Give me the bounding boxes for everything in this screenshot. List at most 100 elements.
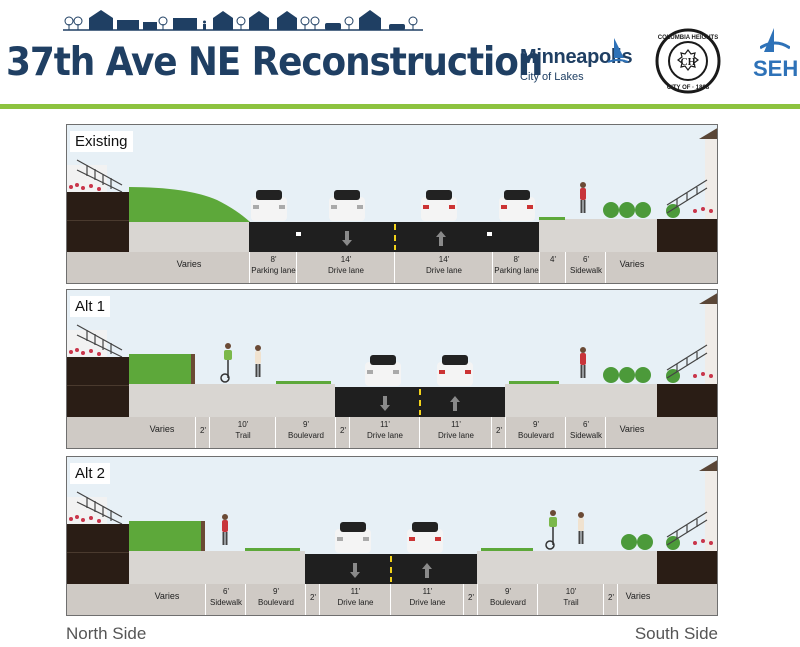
north-side-label: North Side (66, 624, 147, 643)
sailboat-icon (608, 38, 628, 63)
cyclist-south (545, 510, 557, 550)
existing-scene (67, 128, 717, 283)
dim-alt2-north-varies: Varies (154, 591, 180, 601)
north-flowers (69, 515, 101, 523)
dim-alt2-buffer-2: 2' (463, 584, 478, 615)
north-house-railing (76, 491, 123, 525)
dim-alt1-trail: 10'Trail (209, 417, 276, 448)
north-soil (67, 357, 129, 417)
south-soil (657, 384, 717, 417)
header-divider (0, 104, 800, 109)
car-drive-south (437, 355, 473, 386)
south-shrubs (621, 534, 653, 550)
south-house (705, 300, 717, 384)
dim-alt2-sidewalk: 6'Sidewalk (205, 584, 246, 615)
dim-alt2-buffer-3: 2' (603, 584, 618, 615)
north-concrete (129, 222, 249, 252)
alt-2-scene (67, 460, 717, 615)
south-house-railing (666, 344, 708, 379)
south-house (705, 135, 717, 219)
dim-alt2-buffer-1: 2' (305, 584, 320, 615)
lane-arrows (350, 563, 432, 578)
svg-text:CITY OF · 1898: CITY OF · 1898 (667, 85, 710, 91)
north-grass-berm (129, 354, 191, 384)
south-boulevard-grass (509, 381, 559, 384)
cross-section-alt-1: Alt 1 Varies 2' 10'Trail 9'Boulevard 2' … (66, 289, 718, 449)
cross-section-alt-2: Alt 2 Varies 6'Sidewalk 9'Boulevard 2' 1… (66, 456, 718, 616)
south-shrubs (603, 202, 651, 218)
north-soil (67, 192, 129, 252)
section-label-existing: Existing (70, 131, 133, 152)
dim-alt1-drive-lane-north: 11'Drive lane (349, 417, 420, 448)
north-concrete (129, 384, 335, 417)
car-drive-north (329, 190, 365, 221)
north-soil (67, 524, 129, 584)
north-flowers (69, 183, 101, 191)
north-flowers (69, 348, 101, 356)
pedestrian-north (222, 514, 228, 545)
columbia-heights-seal-icon: CH COLUMBIA HEIGHTS CITY OF · 1898 (655, 28, 721, 94)
south-house (705, 467, 717, 551)
dim-alt2-drive-lane-north: 11'Drive lane (319, 584, 391, 615)
dim-existing-drive-lane-south: 14'Drive lane (394, 252, 493, 283)
dim-alt1-buffer-2: 2' (335, 417, 350, 448)
south-concrete (477, 551, 657, 584)
pedestrian-south (578, 512, 584, 544)
alt-1-scene (67, 293, 717, 448)
minneapolis-logo: Minneapolis City of Lakes (520, 36, 633, 86)
dim-alt2-trail: 10'Trail (537, 584, 604, 615)
seh-logo: SEH (750, 26, 800, 84)
lane-arrows (380, 396, 460, 411)
page-title: 37th Ave NE Reconstruction (6, 40, 543, 85)
north-house-railing (76, 324, 123, 358)
north-house-railing (76, 159, 123, 193)
south-boulevard-grass (481, 548, 533, 551)
svg-text:COLUMBIA HEIGHTS: COLUMBIA HEIGHTS (658, 35, 718, 41)
dim-existing-south-varies: Varies (605, 252, 658, 283)
minneapolis-logo-name: Minneapolis (520, 46, 633, 68)
south-side-label: South Side (634, 624, 718, 643)
south-soil (657, 551, 717, 584)
section-label-alt-2: Alt 2 (70, 463, 111, 484)
dim-existing-sidewalk: 6'Sidewalk (565, 252, 606, 283)
section-label-alt-1: Alt 1 (70, 296, 111, 317)
car-drive-north (365, 355, 401, 386)
dim-alt2-drive-lane-south: 11'Drive lane (390, 584, 464, 615)
north-grass-berm (129, 521, 201, 551)
south-concrete (505, 384, 657, 417)
dim-existing-parking-lane-north: 8'Parking lane (249, 252, 297, 283)
dim-existing-buffer: 4' (539, 252, 566, 283)
car-drive-north (335, 522, 371, 553)
dim-alt1-north-varies: Varies (149, 424, 175, 434)
car-drive-south (407, 522, 443, 553)
lane-arrows (342, 231, 446, 246)
south-shrubs (603, 367, 651, 383)
seh-logo-text: SEH (753, 56, 799, 81)
dim-existing-parking-lane-south: 8'Parking lane (492, 252, 540, 283)
svg-text:CH: CH (681, 57, 696, 68)
dim-alt1-boulevard-south: 9'Boulevard (505, 417, 566, 448)
dimension-band (67, 417, 717, 448)
dim-alt1-drive-lane-south: 11'Drive lane (419, 417, 492, 448)
dim-alt1-south-varies: Varies (605, 417, 658, 448)
south-concrete (539, 219, 657, 252)
car-parked-north (251, 190, 287, 221)
dimension-band (67, 252, 717, 283)
pedestrian-south (580, 182, 586, 213)
south-soil (657, 219, 717, 252)
minneapolis-logo-tagline: City of Lakes (520, 71, 584, 83)
north-concrete (129, 551, 305, 584)
north-grass-berm (129, 187, 250, 222)
north-boulevard-grass (245, 548, 300, 551)
cross-section-existing: Existing Varies 8'Parking lane 14'Drive … (66, 124, 718, 284)
north-boulevard-grass (276, 381, 331, 384)
south-grass-strip (539, 217, 565, 220)
dim-alt2-boulevard-south: 9'Boulevard (477, 584, 538, 615)
header-skyline-illustration (63, 10, 423, 31)
cyclist-north (220, 343, 232, 383)
dim-existing-north-varies: Varies (176, 259, 202, 269)
dim-alt1-buffer-3: 2' (491, 417, 506, 448)
dim-alt2-boulevard-north: 9'Boulevard (245, 584, 306, 615)
south-house-railing (666, 511, 708, 546)
dim-alt1-buffer-1: 2' (195, 417, 210, 448)
